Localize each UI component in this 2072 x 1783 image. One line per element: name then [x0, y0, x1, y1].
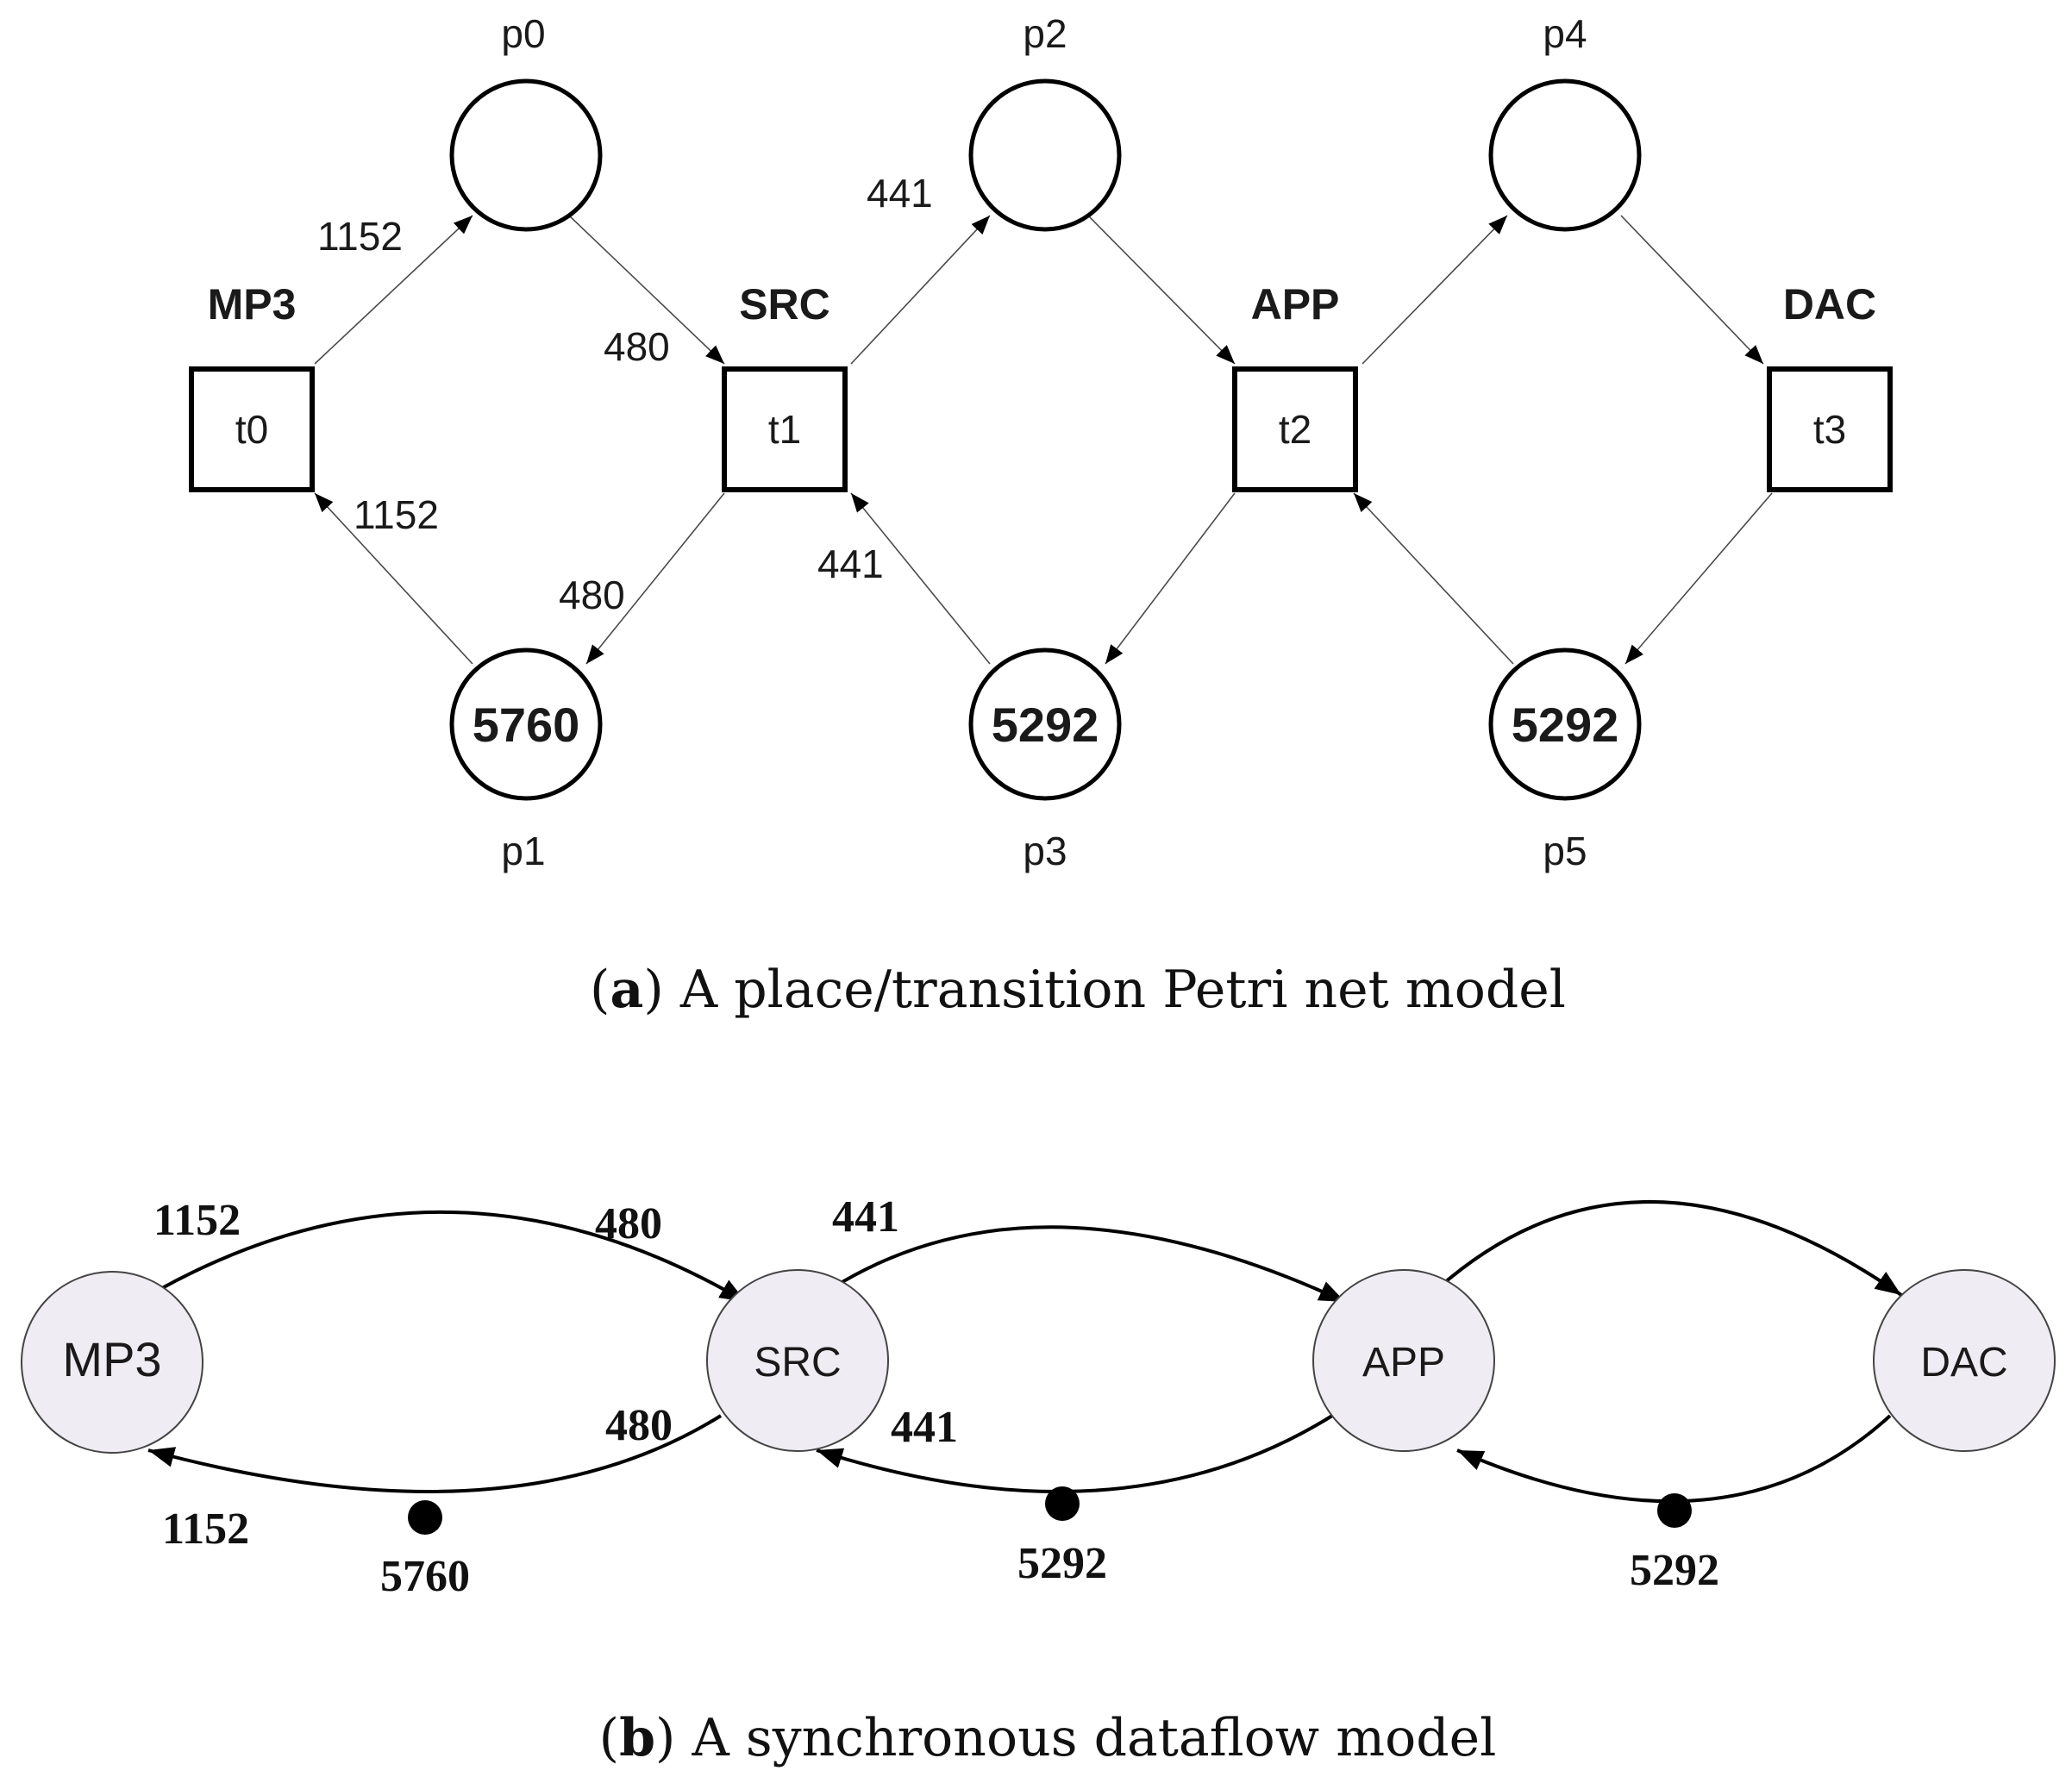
- sdf-tokens-app-src: 5292: [1017, 1539, 1107, 1588]
- arc-t1-p1: [585, 492, 725, 665]
- petri-net-model: 5760 5292 5292 p0 p1 p2 p3 p4 p5 t0 t1 t…: [189, 11, 1893, 1020]
- sdf-node-mp3-label: MP3: [62, 1332, 161, 1386]
- sdf-token-dot-src-mp3: [408, 1500, 442, 1535]
- weight-p0-t1: 480: [604, 324, 670, 369]
- place-p0: [449, 78, 603, 232]
- actor-label-src: SRC: [739, 280, 830, 328]
- arc-t0-p0: [314, 215, 473, 365]
- weight-t1-p1: 480: [559, 572, 625, 617]
- place-p2: [968, 78, 1122, 232]
- arc-p3-t1: [850, 492, 991, 665]
- arc-p2-t2: [1087, 215, 1236, 365]
- sdf-rate-mp3-src-out: 1152: [153, 1196, 241, 1245]
- arc-p1-t0: [314, 492, 473, 665]
- actor-label-dac: DAC: [1783, 280, 1876, 328]
- sdf-token-dot-dac-app: [1657, 1493, 1692, 1528]
- transition-t2: [1232, 366, 1358, 492]
- arc-p0-t1: [568, 215, 725, 365]
- arc-t2-p4: [1362, 215, 1508, 365]
- sdf-rate-src-app-out: 441: [832, 1192, 899, 1242]
- sdf-node-src-label: SRC: [754, 1340, 841, 1386]
- actor-label-mp3: MP3: [208, 280, 297, 328]
- caption-b-letter: b: [619, 1708, 655, 1768]
- sdf-node-mp3: [21, 1271, 203, 1454]
- sdf-rate-src-mp3-out: 480: [605, 1401, 673, 1450]
- sdf-node-dac: [1873, 1269, 2056, 1452]
- sdf-edge-app-dac: [1437, 1200, 1903, 1297]
- transition-t1-id: t1: [768, 407, 801, 452]
- place-p1-name: p1: [501, 829, 545, 873]
- caption-a-letter: a: [610, 960, 643, 1020]
- place-p2-name: p2: [1023, 11, 1067, 56]
- transition-t3-id: t3: [1813, 407, 1846, 452]
- sdf-edge-dac-app: [1456, 1414, 1892, 1504]
- caption-b: (b) A synchronous dataflow model: [599, 1708, 1497, 1768]
- sdf-tokens-dac-app: 5292: [1630, 1546, 1719, 1595]
- sdf-node-app: [1312, 1269, 1495, 1452]
- sdf-rate-mp3-src-in: 480: [595, 1199, 662, 1248]
- sdf-node-src: [706, 1269, 889, 1452]
- transition-t1: [722, 366, 848, 492]
- place-p5-tokens: 5292: [1512, 698, 1619, 752]
- actor-label-app: APP: [1251, 280, 1340, 328]
- transition-t2-id: t2: [1279, 407, 1311, 452]
- sdf-edge-app-src: [816, 1414, 1334, 1494]
- weight-p3-t1: 441: [817, 541, 884, 586]
- transition-t0: [189, 366, 315, 492]
- sdf-rate-app-src-out: 441: [891, 1403, 958, 1452]
- sdf-token-dot-app-src: [1045, 1486, 1080, 1521]
- place-p3: [968, 648, 1122, 801]
- caption-a: (a) A place/transition Petri net model: [590, 960, 1566, 1020]
- place-p3-name: p3: [1023, 829, 1067, 873]
- sdf-rate-src-mp3-in: 1152: [162, 1505, 249, 1554]
- place-p4-name: p4: [1543, 11, 1587, 56]
- caption-b-text: A synchronous dataflow model: [692, 1708, 1497, 1768]
- place-p3-tokens: 5292: [992, 698, 1099, 752]
- sdf-model: MP3 SRC APP DAC 1152 480 441 480 1152 44…: [21, 1192, 2056, 1768]
- sdf-edge-src-app: [830, 1225, 1346, 1304]
- arc-t3-p5: [1624, 492, 1773, 665]
- weight-t0-p0: 1152: [317, 214, 403, 259]
- place-p1: [449, 648, 603, 801]
- weight-p1-t0: 1152: [354, 492, 439, 537]
- transition-t3: [1767, 366, 1893, 492]
- sdf-node-app-label: APP: [1362, 1340, 1445, 1386]
- place-p4: [1488, 78, 1642, 232]
- sdf-edge-mp3-src: [161, 1210, 748, 1304]
- transition-t0-id: t0: [235, 407, 268, 452]
- arc-p5-t2: [1353, 492, 1514, 665]
- arc-t2-p3: [1105, 492, 1236, 665]
- place-p1-tokens: 5760: [473, 698, 580, 752]
- arc-t1-p2: [850, 215, 991, 365]
- sdf-tokens-src-mp3: 5760: [380, 1552, 470, 1601]
- caption-a-text: A place/transition Petri net model: [679, 960, 1566, 1020]
- weight-t1-p2: 441: [867, 171, 933, 216]
- place-p5: [1488, 648, 1642, 801]
- place-p5-name: p5: [1543, 829, 1587, 873]
- sdf-node-dac-label: DAC: [1920, 1340, 2007, 1386]
- place-p0-name: p0: [501, 11, 545, 56]
- sdf-edge-src-mp3: [147, 1414, 723, 1493]
- arc-p4-t3: [1620, 215, 1764, 365]
